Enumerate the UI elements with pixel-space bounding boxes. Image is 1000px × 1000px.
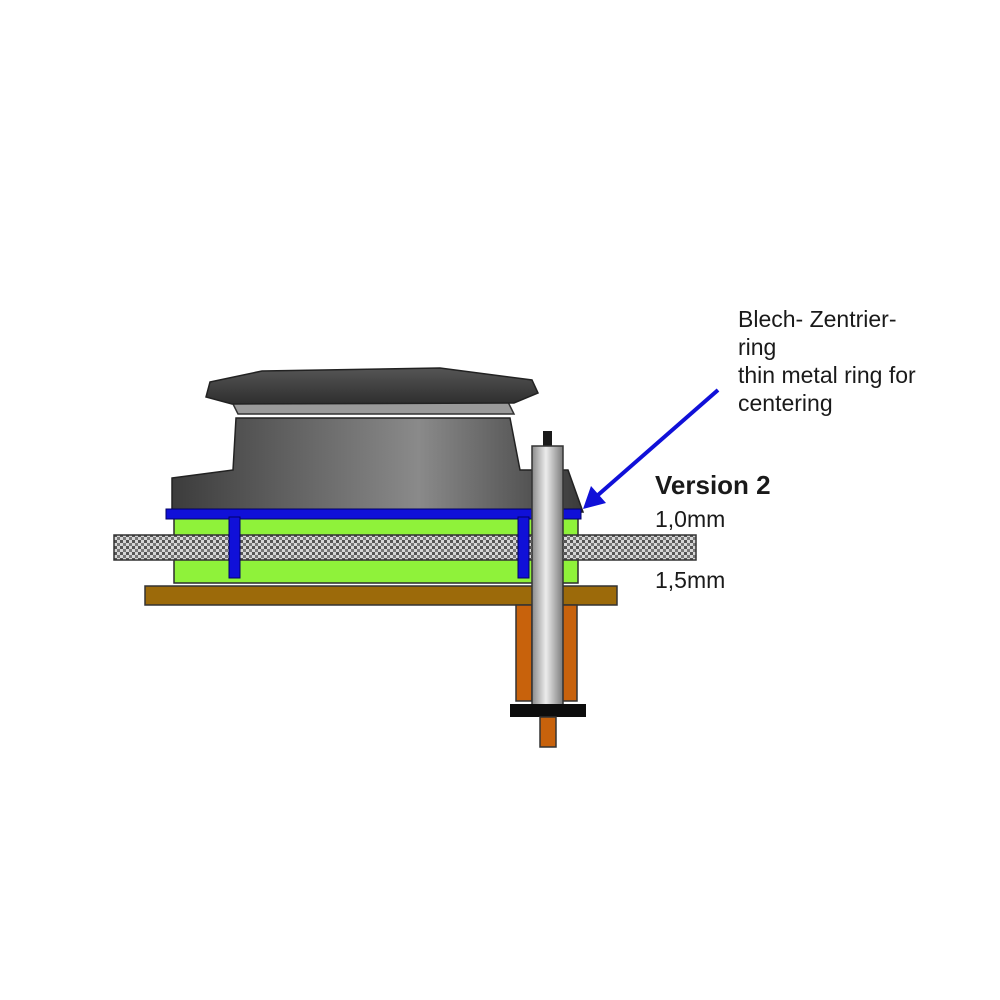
speaker	[171, 367, 585, 513]
annotation-line-1: Blech- Zentrier-	[738, 306, 897, 332]
ring-top-bar	[165, 508, 582, 520]
speaker-housing	[171, 417, 585, 513]
annotation-line-2: ring	[738, 334, 777, 360]
pin-tip	[543, 431, 552, 448]
pcb-board	[113, 534, 697, 561]
ring-annotation: Blech- Zentrier- ring thin metal ring fo…	[738, 305, 916, 417]
pin-washer	[510, 704, 586, 717]
base-board	[144, 585, 618, 606]
centering-ring	[165, 508, 582, 579]
dimension-upper: 1,0mm	[655, 506, 726, 532]
pin	[510, 431, 586, 748]
dimension-lower: 1,5mm	[655, 567, 726, 593]
ring-leg-left	[228, 516, 241, 579]
ring-leg-right	[517, 516, 530, 579]
annotation-arrow	[583, 388, 720, 509]
annotation-line-3: thin metal ring for	[738, 362, 916, 388]
post-left	[515, 604, 533, 702]
pin-stub	[539, 716, 557, 748]
annotation-line-4: centering	[738, 390, 833, 416]
speaker-cap	[205, 367, 540, 405]
pin-shaft	[531, 445, 564, 707]
version-label: Version 2	[655, 470, 771, 500]
